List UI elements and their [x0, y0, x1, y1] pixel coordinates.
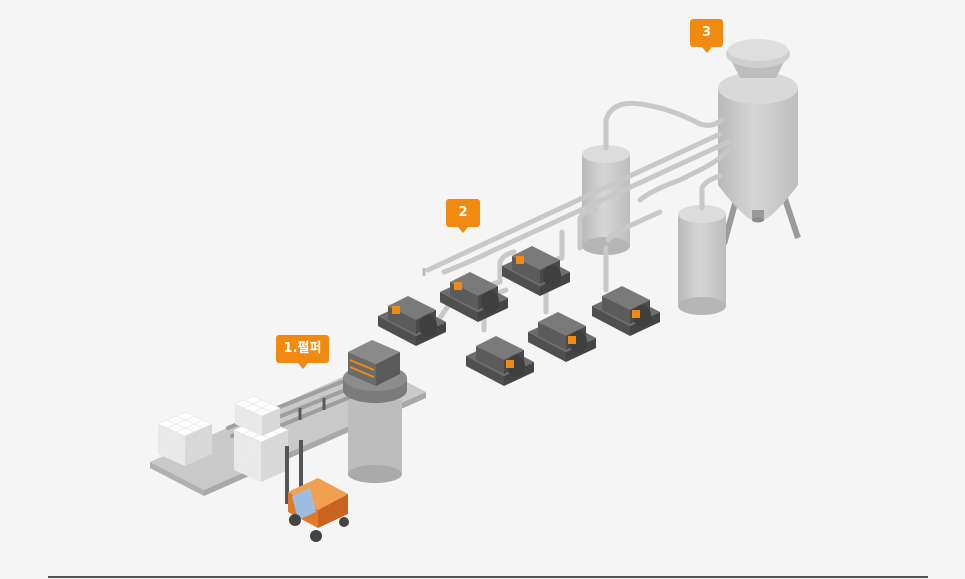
refiner-machine: [502, 246, 570, 296]
refiner-machine: [592, 286, 660, 336]
tank-marker[interactable]: 3: [690, 19, 723, 53]
main-storage-tank: [718, 39, 801, 245]
bottom-divider: [48, 576, 928, 578]
pulper-marker-pointer: [297, 363, 308, 369]
pulper-marker-label: 1.펄퍼: [276, 335, 329, 363]
pulper-marker[interactable]: 1.펄퍼: [276, 335, 329, 369]
forklift: [285, 440, 349, 542]
paper-bale-stacks: [157, 395, 289, 482]
pulper-machine: [343, 340, 407, 403]
tank-marker-label: 3: [690, 19, 723, 47]
refiner-marker-pointer: [458, 227, 468, 233]
paper-bale: [175, 427, 195, 446]
refiner-machines: [378, 246, 660, 386]
refiner-machine: [528, 312, 596, 362]
refiner-machine: [378, 296, 446, 346]
refiner-marker-label: 2: [446, 199, 480, 227]
refiner-machine: [466, 336, 534, 386]
pulper-support-column: [348, 400, 402, 483]
tank-b: [678, 205, 726, 315]
paper-bale: [252, 407, 272, 426]
tank-marker-pointer: [701, 47, 712, 53]
refiner-machine: [440, 272, 508, 322]
refiner-marker[interactable]: 2: [446, 199, 480, 233]
paper-bale: [251, 433, 271, 452]
